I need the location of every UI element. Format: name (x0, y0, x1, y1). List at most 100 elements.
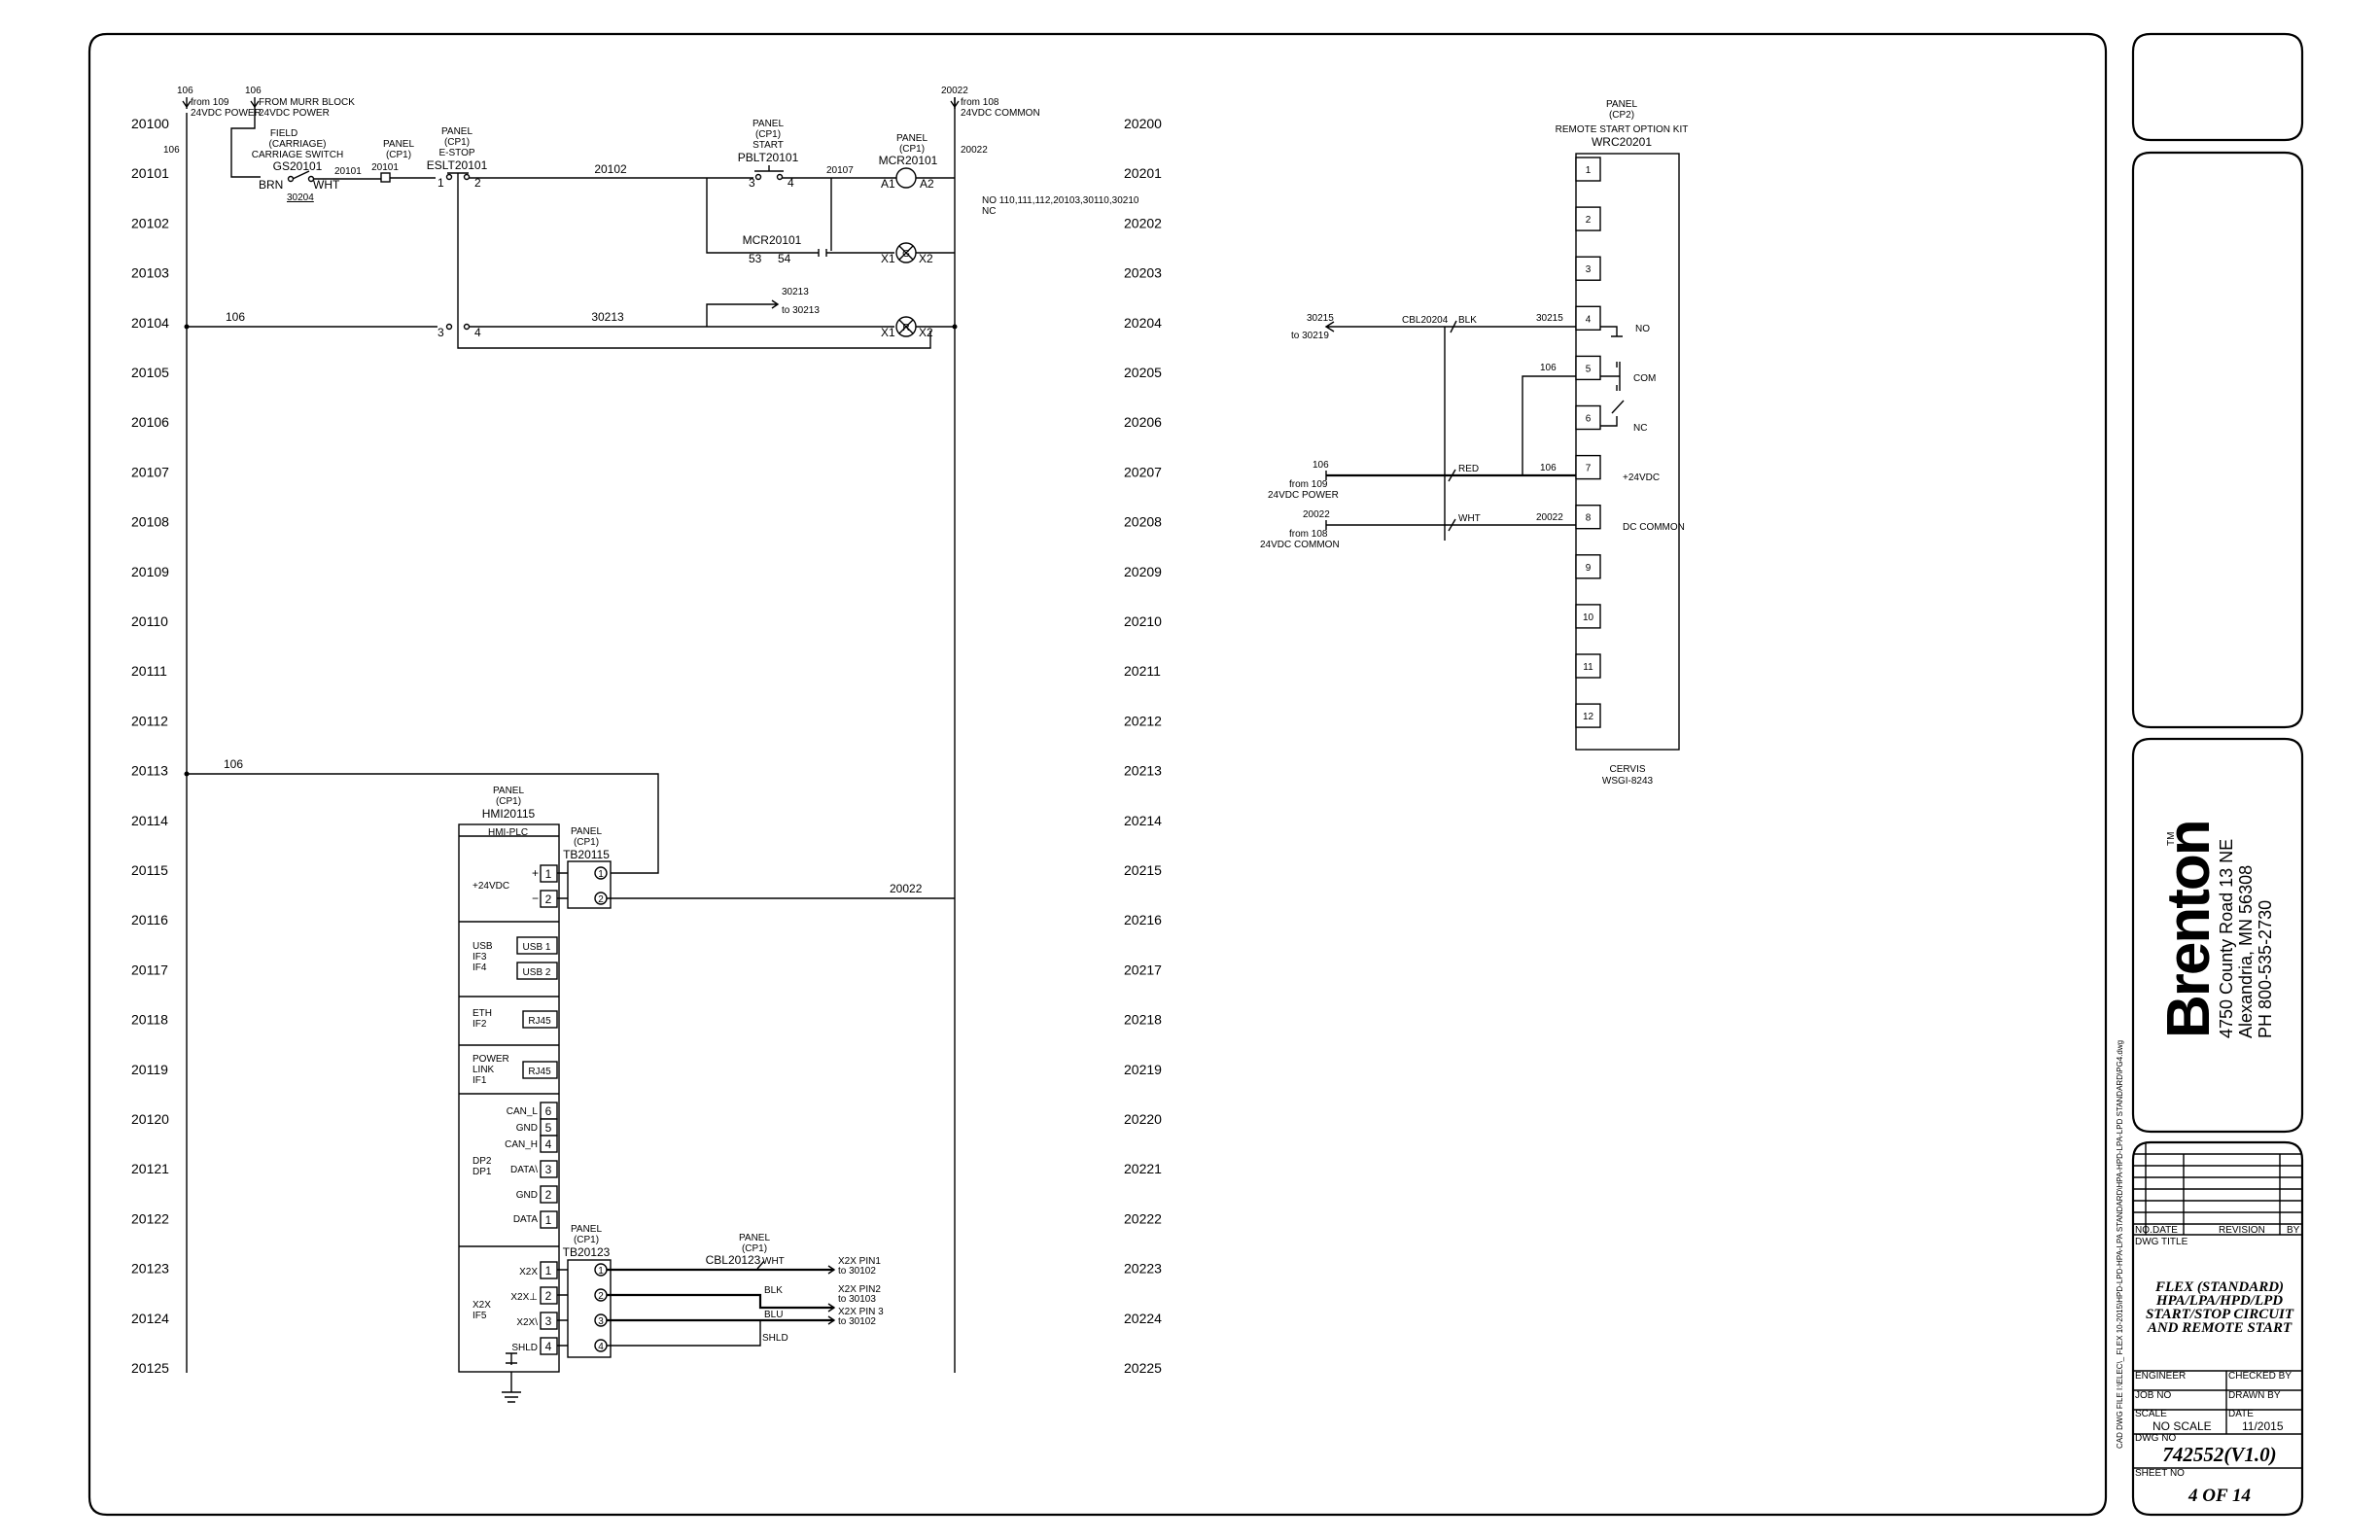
dp-pin-3: 3 (545, 1163, 552, 1176)
term-panel: PANEL (383, 139, 414, 150)
rung-20101-circuit: FIELD (CARRIAGE) CARRIAGE SWITCH GS20101… (252, 119, 1139, 336)
lamp-r-x1: X1 (881, 326, 895, 339)
feed-from-108: from 108 (961, 97, 999, 108)
tb1-term-2: 2 (598, 894, 604, 905)
powerlink-link: LINK (472, 1065, 495, 1075)
x2x-pin2: X2X PIN2 (838, 1284, 881, 1295)
rung-number-20225: 20225 (1124, 1360, 1162, 1376)
arrow-to-30213: to 30213 (782, 305, 820, 316)
es-t2: 2 (474, 176, 481, 190)
hmi-pin-1: 1 (545, 867, 552, 881)
kit-terminal-box (1575, 653, 1601, 679)
kit-terminal-box (1575, 703, 1601, 728)
rung-number-20222: 20222 (1124, 1210, 1162, 1226)
kit-terminal-box (1575, 256, 1601, 281)
in-24vdc-power: 24VDC POWER (1268, 490, 1339, 501)
terminal-block-tb20115: PANEL (CP1) TB20115 1 2 20022 (557, 826, 955, 909)
kit-terminal-box (1575, 604, 1601, 629)
pb-t3: 3 (749, 176, 755, 190)
dwg-number: 742552(V1.0) (2162, 1443, 2276, 1466)
kit-terminal-box (1575, 454, 1601, 480)
feed-106-a: 106 (177, 86, 193, 96)
feed-murr-block: FROM MURR BLOCK (259, 97, 355, 108)
tb1-panel: PANEL (571, 826, 602, 837)
contact-54: 54 (778, 252, 791, 265)
wire-106-r4: 106 (226, 310, 245, 324)
lamp-green-icon: G (902, 249, 910, 260)
eth-label: ETH (472, 1008, 492, 1019)
job-no-label: JOB NO (2135, 1390, 2171, 1401)
dwg-title-label: DWG TITLE (2135, 1237, 2188, 1247)
lamp-g-x2: X2 (919, 252, 933, 265)
cbl-shld: SHLD (762, 1333, 788, 1344)
hmi-cp1: (CP1) (496, 796, 521, 807)
kit-terminal-box (1575, 355, 1601, 381)
dp2-label: DP2 (472, 1156, 492, 1167)
kit-terminal-box (1575, 404, 1601, 431)
arrow-30213: 30213 (782, 287, 809, 298)
in-from-109: from 109 (1289, 479, 1328, 490)
dp-can-l: CAN_L (507, 1106, 539, 1117)
pb-panel: PANEL (752, 119, 784, 129)
hmi-wire-106: 106 (224, 757, 243, 771)
checked-by-label: CHECKED BY (2228, 1371, 2292, 1382)
x2x-bar: X2X⊥ (510, 1292, 538, 1303)
drawn-by-label: DRAWN BY (2228, 1390, 2281, 1401)
rung-number-20221: 20221 (1124, 1161, 1162, 1176)
rung-number-20213: 20213 (1124, 763, 1162, 779)
gs-ref: 30204 (287, 192, 314, 203)
rung-number-20116: 20116 (131, 912, 168, 928)
brand-address-2: Alexandria, MN 56308 (2236, 865, 2256, 1038)
rung-number-20209: 20209 (1124, 564, 1162, 579)
dp-pin-1: 1 (545, 1213, 552, 1227)
rung-number-20114: 20114 (131, 813, 168, 828)
rev-date: DATE (2152, 1225, 2178, 1236)
kit-red: RED (1458, 464, 1479, 474)
rung-number-20215: 20215 (1124, 862, 1162, 878)
dwg-no-label: DWG NO (2135, 1433, 2176, 1444)
scale-value: NO SCALE (2152, 1419, 2212, 1433)
rung-number-20107: 20107 (131, 464, 169, 479)
cbl-cp1: (CP1) (742, 1243, 767, 1254)
ground-icon (502, 1352, 521, 1403)
kit-no: NO (1635, 324, 1650, 334)
feed-106-b: 106 (245, 86, 262, 96)
rung-number-20202: 20202 (1124, 215, 1162, 230)
rung-number-20111: 20111 (131, 663, 167, 679)
date-value: 11/2015 (2242, 1419, 2284, 1433)
tb1-term-1: 1 (598, 869, 604, 880)
rung-number-20118: 20118 (131, 1012, 168, 1028)
gs-brn: BRN (259, 178, 283, 192)
rung-number-20115: 20115 (131, 862, 168, 878)
mcr-a1: A1 (881, 177, 895, 191)
hmi-pin-2: 2 (545, 892, 552, 906)
tb2-term-1: 1 (598, 1266, 604, 1277)
kit-terminal-6: 6 (1586, 414, 1592, 425)
rung-number-20200: 20200 (1124, 116, 1162, 131)
kit-cp2: (CP2) (1609, 110, 1634, 121)
kit-wht: WHT (1458, 513, 1481, 524)
in-106: 106 (1312, 460, 1329, 471)
rung-number-20108: 20108 (131, 514, 169, 530)
rung-number-20220: 20220 (1124, 1111, 1162, 1127)
kit-terminal-box (1575, 305, 1601, 331)
kit-title: REMOTE START OPTION KIT (1556, 124, 1689, 135)
powerlink-if1: IF1 (472, 1075, 487, 1086)
rung-number-20112: 20112 (131, 713, 168, 728)
in-30215: 30215 (1307, 313, 1334, 324)
powerlink-rj45: RJ45 (528, 1067, 551, 1077)
kit-blk: BLK (1458, 315, 1477, 326)
tb2-cp1: (CP1) (574, 1235, 599, 1245)
kit-maker: CERVIS (1609, 764, 1645, 775)
brand-phone: PH 800-535-2730 (2256, 900, 2275, 1038)
gs-tag: GS20101 (273, 159, 323, 173)
rung-number-20216: 20216 (1124, 912, 1162, 928)
tb1-wire-20022: 20022 (890, 882, 923, 895)
rev-by: BY (2287, 1225, 2300, 1236)
dwg-title-3: START/STOP CIRCUIT (2146, 1307, 2294, 1322)
title-block: Brenton TM 4750 County Road 13 NE Alexan… (2116, 821, 2302, 1506)
date-label: DATE (2228, 1409, 2254, 1419)
dwg-title-2: HPA/LPA/HPD/LPD (2155, 1293, 2283, 1309)
dp-data-a: DATA\ (510, 1165, 538, 1175)
hmi-panel: PANEL (493, 786, 524, 796)
